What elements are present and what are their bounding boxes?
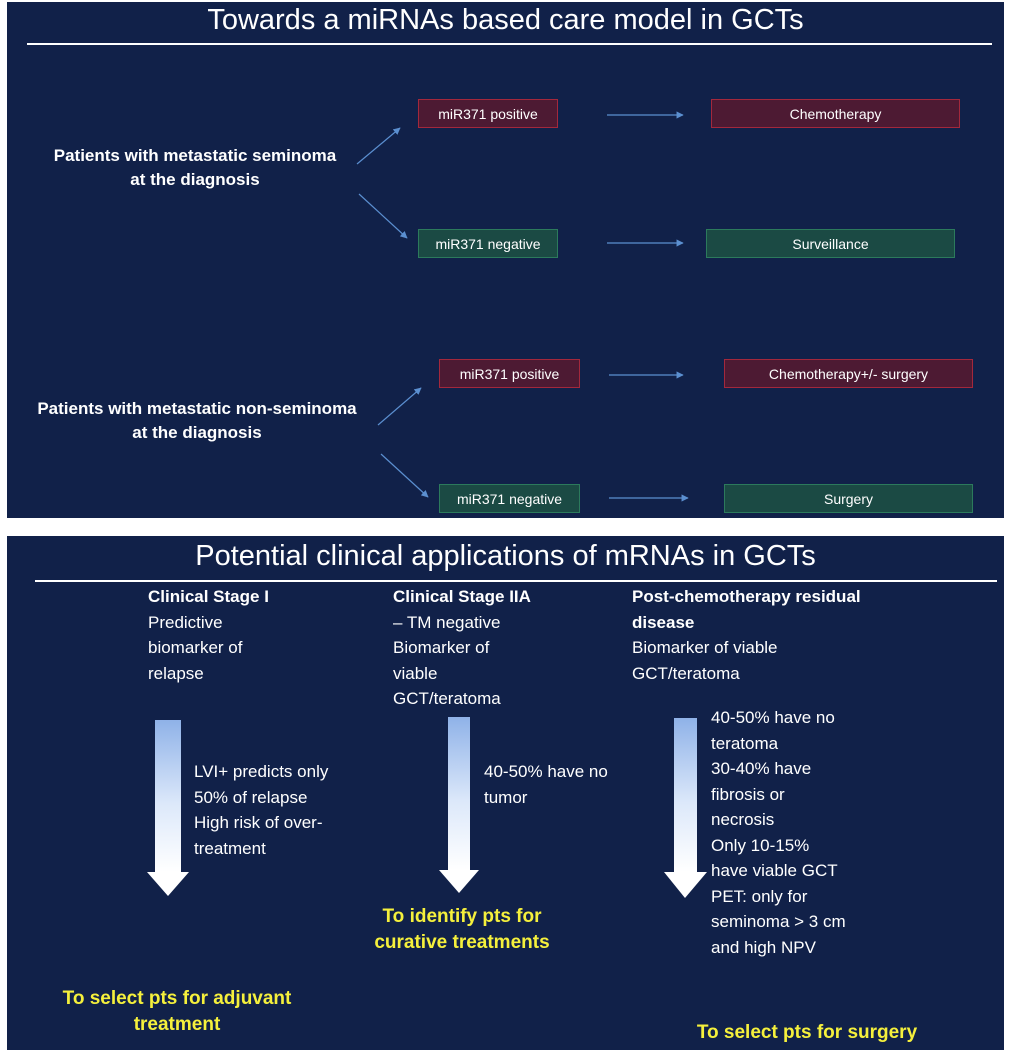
detail-line: 30-40% have bbox=[711, 759, 812, 778]
goal-stage-iia: To identify pts for curative treatments bbox=[337, 904, 587, 956]
heading-line: GCT/teratoma bbox=[632, 663, 740, 683]
heading-post-chemo: Post-chemotherapy residual disease Bioma… bbox=[632, 584, 861, 686]
branch-arrow-up bbox=[377, 387, 422, 426]
surgery-box: Surgery bbox=[724, 484, 973, 513]
heading-bold: Clinical Stage I bbox=[148, 587, 269, 606]
heading-line: GCT/teratoma bbox=[393, 689, 501, 708]
detail-line: tumor bbox=[484, 787, 528, 807]
slide2-title: Potential clinical applications of mRNAs… bbox=[195, 540, 816, 572]
details-post-chemo: 40-50% have no teratoma 30-40% have fibr… bbox=[711, 705, 846, 960]
detail-line: 40-50% have no bbox=[711, 708, 835, 727]
heading-bold: Post-chemotherapy residual bbox=[632, 587, 861, 606]
title-rule bbox=[27, 43, 992, 45]
slide1-title: Towards a miRNAs based care model in GCT… bbox=[207, 4, 804, 36]
detail-line: LVI+ predicts only bbox=[194, 762, 329, 781]
heading-line: – TM negative bbox=[393, 612, 501, 632]
title-rule bbox=[35, 580, 997, 582]
details-stage-iia: 40-50% have no tumor bbox=[484, 759, 608, 810]
detail-line: fibrosis or bbox=[711, 784, 785, 804]
detail-line: High risk of over- bbox=[194, 813, 323, 832]
surveillance-box: Surveillance bbox=[706, 229, 955, 258]
details-stage-i: LVI+ predicts only 50% of relapse High r… bbox=[194, 759, 328, 861]
down-arrows bbox=[147, 717, 707, 898]
chemotherapy-box: Chemotherapy bbox=[711, 99, 960, 128]
branch-arrow-up bbox=[356, 127, 401, 165]
branch-arrow-down bbox=[380, 453, 429, 498]
heading-stage-i: Clinical Stage I Predictive biomarker of… bbox=[148, 584, 269, 686]
detail-line: teratoma bbox=[711, 733, 779, 753]
goal-line: treatment bbox=[133, 1014, 221, 1035]
patient-group-seminoma: Patients with metastatic seminoma at the… bbox=[15, 144, 375, 192]
down-arrow-post-chemo bbox=[664, 718, 707, 898]
detail-line: PET: only for bbox=[711, 886, 808, 906]
heading-line: Biomarker of bbox=[393, 638, 490, 657]
patient-label-line2: at the diagnosis bbox=[132, 423, 262, 442]
mir371-negative-box: miR371 negative bbox=[439, 484, 580, 513]
mir371-negative-box: miR371 negative bbox=[418, 229, 558, 258]
care-model-slide: Towards a miRNAs based care model in GCT… bbox=[7, 2, 1004, 518]
heading-line: viable bbox=[393, 663, 438, 683]
patient-group-non-seminoma: Patients with metastatic non-seminoma at… bbox=[7, 397, 387, 445]
detail-line: necrosis bbox=[711, 810, 775, 829]
heading-stage-iia: Clinical Stage IIA – TM negative Biomark… bbox=[393, 584, 531, 712]
patient-label-line1: Patients with metastatic non-seminoma bbox=[37, 399, 357, 418]
goal-stage-i: To select pts for adjuvant treatment bbox=[17, 986, 337, 1038]
detail-line: have viable GCT bbox=[711, 861, 838, 880]
flow-arrows bbox=[356, 111, 689, 502]
detail-line: seminoma > 3 cm bbox=[711, 912, 846, 931]
detail-line: treatment bbox=[194, 838, 266, 858]
detail-line: 40-50% have no bbox=[484, 762, 608, 781]
detail-line: 50% of relapse bbox=[194, 787, 308, 807]
goal-post-chemo: To select pts for surgery bbox=[667, 1020, 947, 1046]
detail-line: Only 10-15% bbox=[711, 835, 810, 855]
heading-line: Biomarker of viable bbox=[632, 638, 778, 657]
detail-line: and high NPV bbox=[711, 937, 816, 957]
heading-line: Predictive bbox=[148, 612, 223, 632]
heading-bold: disease bbox=[632, 612, 695, 632]
goal-line: To select pts for surgery bbox=[696, 1022, 918, 1043]
heading-bold: Clinical Stage IIA bbox=[393, 587, 531, 606]
down-arrow-stage-iia bbox=[439, 717, 479, 893]
heading-line: relapse bbox=[148, 663, 204, 683]
clinical-applications-slide: Potential clinical applications of mRNAs… bbox=[7, 536, 1004, 1050]
goal-line: To select pts for adjuvant bbox=[62, 988, 292, 1009]
mir371-positive-box: miR371 positive bbox=[439, 359, 580, 388]
down-arrow-stage-i bbox=[147, 720, 189, 896]
patient-label-line1: Patients with metastatic seminoma bbox=[53, 146, 337, 165]
heading-line: biomarker of bbox=[148, 638, 243, 657]
branch-arrow-down bbox=[358, 193, 408, 239]
patient-label-line2: at the diagnosis bbox=[130, 170, 260, 189]
goal-line: To identify pts for bbox=[382, 906, 542, 927]
goal-line: curative treatments bbox=[374, 932, 550, 953]
mir371-positive-box: miR371 positive bbox=[418, 99, 558, 128]
chemotherapy-surgery-box: Chemotherapy+/- surgery bbox=[724, 359, 973, 388]
